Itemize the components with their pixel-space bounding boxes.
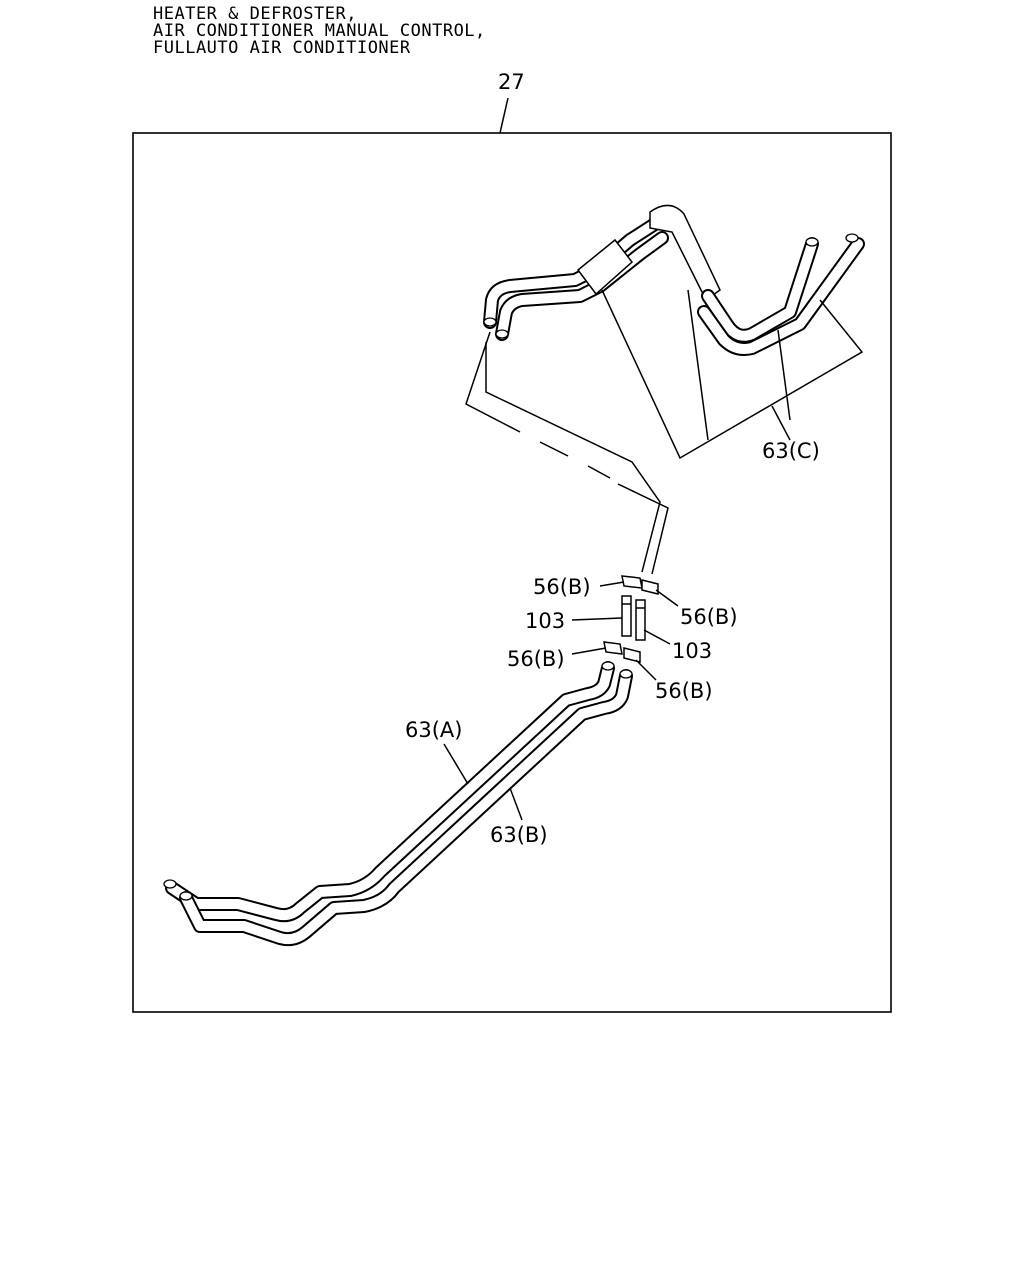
hose-63c <box>483 204 865 356</box>
callout-56b-2: 56(B) <box>680 605 738 629</box>
hose-63c-leaders <box>601 289 864 460</box>
clip-group <box>603 575 659 663</box>
callout-56b-4: 56(B) <box>655 679 713 703</box>
callout-63a: 63(A) <box>405 718 462 742</box>
callout-103-2: 103 <box>672 639 712 663</box>
callout-56b-3: 56(B) <box>507 647 565 671</box>
diagram-frame <box>132 132 892 1013</box>
callout-27: 27 <box>498 70 525 94</box>
callout-103-1: 103 <box>525 609 565 633</box>
header-line-2: AIR CONDITIONER MANUAL CONTROL, <box>153 21 486 41</box>
leader-27 <box>499 97 509 134</box>
connection-leader <box>465 331 669 575</box>
header-line-3: FULLAUTO AIR CONDITIONER <box>153 38 411 58</box>
callout-63c: 63(C) <box>762 439 820 463</box>
header-line-1: HEATER & DEFROSTER, <box>153 4 357 24</box>
hose-63a <box>163 661 615 923</box>
callout-56b-1: 56(B) <box>533 575 591 599</box>
hose-63b <box>179 669 633 947</box>
callout-63b: 63(B) <box>490 823 548 847</box>
diagram-header: HEATER & DEFROSTER, AIR CONDITIONER MANU… <box>153 6 486 57</box>
